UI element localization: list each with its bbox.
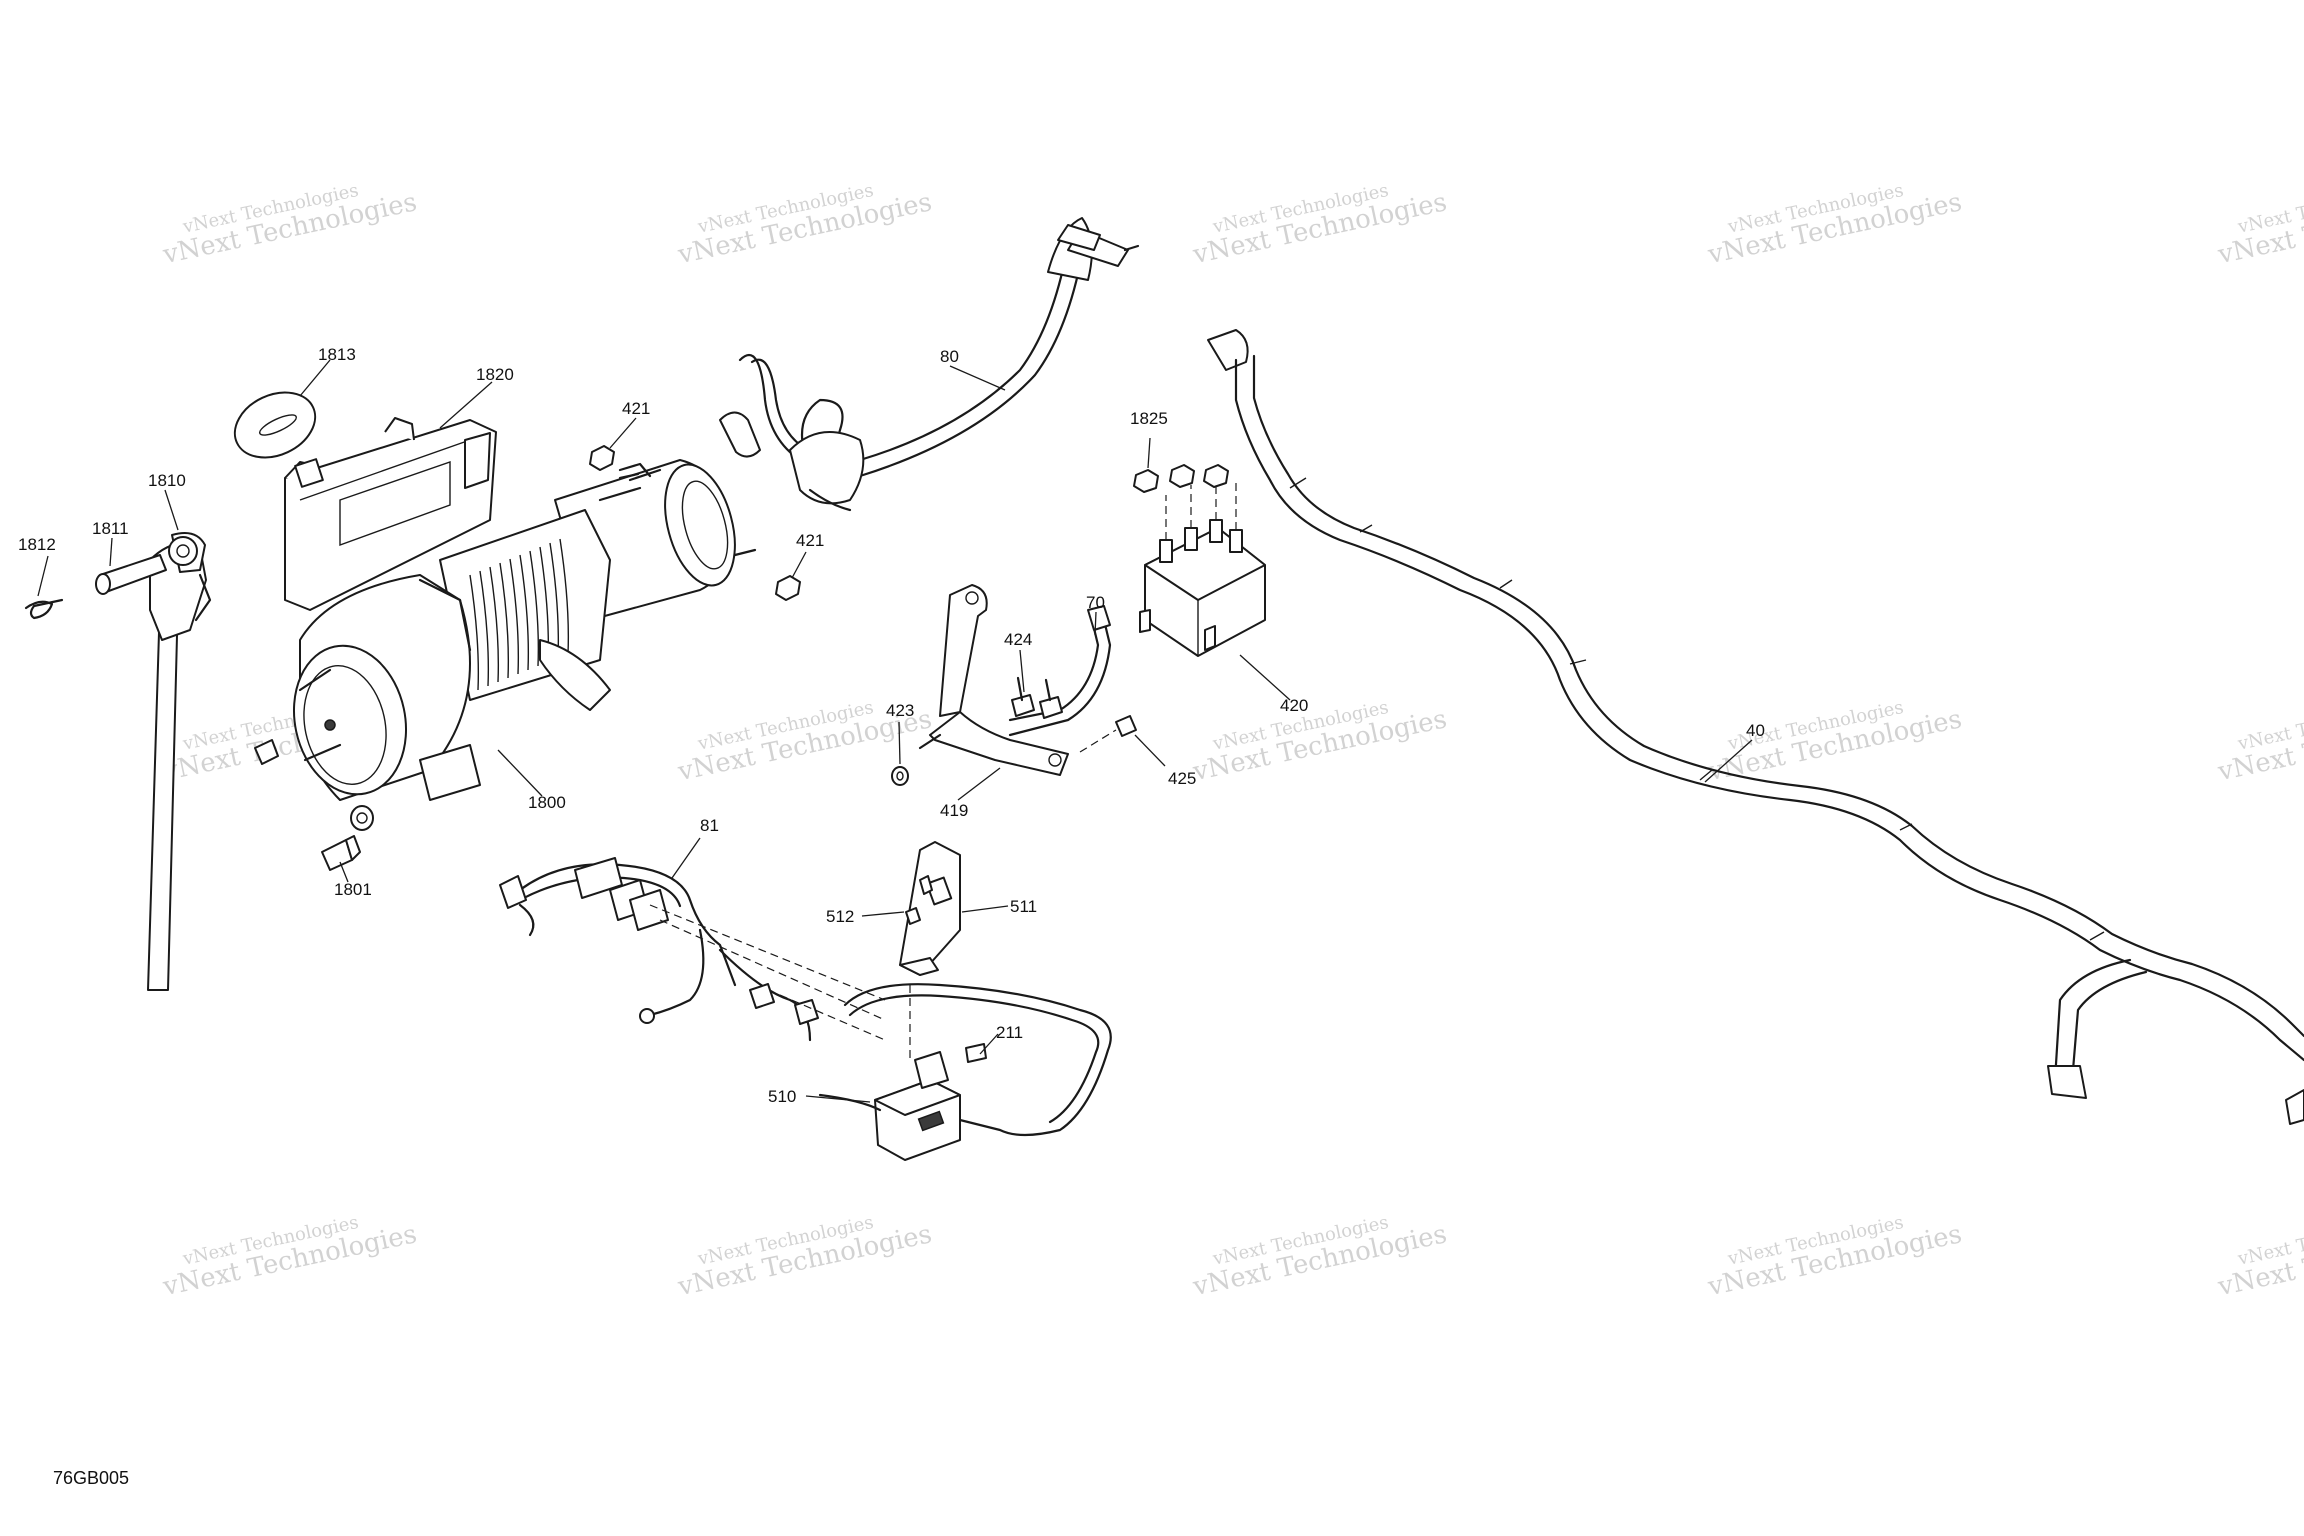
nut-part <box>1133 464 1229 493</box>
bolt-part <box>254 739 374 871</box>
callout-421-bottom: 421 <box>796 531 824 550</box>
callout-labels: 1812 1811 1810 1813 1820 421 421 80 1825… <box>18 345 1765 1106</box>
switch-bracket-part <box>899 841 961 1060</box>
callout-423: 423 <box>886 701 914 720</box>
callout-425: 425 <box>1168 769 1196 788</box>
bolt-part <box>1079 715 1137 753</box>
battery-cable-part <box>719 217 1140 512</box>
callout-211: 211 <box>996 1023 1023 1042</box>
contactor-part <box>1139 480 1266 657</box>
winch-assembly-part <box>292 459 757 801</box>
callout-81: 81 <box>700 816 719 835</box>
callout-1810: 1810 <box>148 471 186 490</box>
bolt-part <box>1011 676 1063 719</box>
callout-512: 512 <box>826 907 854 926</box>
washer-part <box>891 766 909 786</box>
callout-1812: 1812 <box>18 535 56 554</box>
nut-part <box>589 445 640 480</box>
callout-1811: 1811 <box>92 519 129 538</box>
callout-511: 511 <box>1010 897 1037 916</box>
callout-80: 80 <box>940 347 959 366</box>
winch-switch-part <box>818 983 1112 1161</box>
main-harness-part <box>1207 329 2304 1125</box>
callout-424: 424 <box>1004 630 1032 649</box>
callout-421-top: 421 <box>622 399 650 418</box>
clip-part <box>24 598 64 620</box>
callout-1820: 1820 <box>476 365 514 384</box>
nut-part <box>775 575 801 601</box>
callout-1801: 1801 <box>334 880 372 899</box>
control-harness-part <box>499 857 886 1042</box>
cable-bracket-part <box>918 584 1069 776</box>
callout-1813: 1813 <box>318 345 356 364</box>
grommet-part <box>233 391 317 459</box>
pin-part <box>95 554 167 595</box>
callout-1825: 1825 <box>1130 409 1168 428</box>
drawing-code: 76GB005 <box>53 1468 130 1488</box>
leader-lines <box>37 359 1753 1103</box>
callout-419: 419 <box>940 801 968 820</box>
callout-70: 70 <box>1086 593 1105 612</box>
callout-420: 420 <box>1280 696 1308 715</box>
callout-1800: 1800 <box>528 793 566 812</box>
callout-510: 510 <box>768 1087 796 1106</box>
callout-40: 40 <box>1746 721 1765 740</box>
mounting-bracket-part <box>284 417 497 611</box>
